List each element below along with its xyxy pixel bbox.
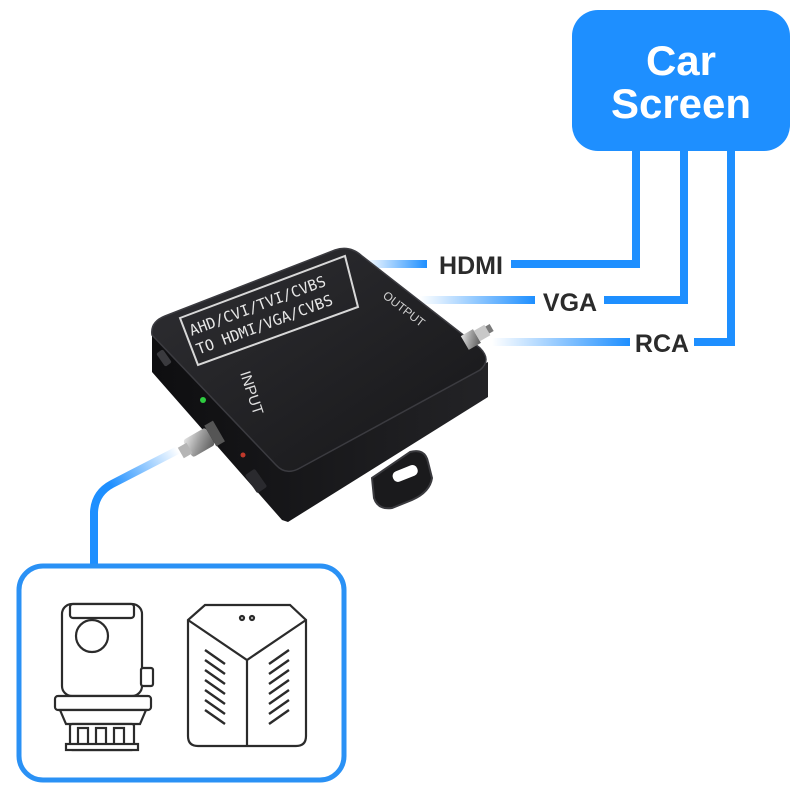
- dvr-box-icon: [186, 603, 308, 748]
- vga-line: [604, 151, 688, 304]
- side-port: [156, 349, 172, 367]
- device-front-face: [152, 335, 488, 522]
- dc-port: [245, 469, 267, 493]
- source-devices-box: [16, 563, 347, 783]
- rca-line: [694, 151, 735, 346]
- signal-led: [240, 452, 246, 458]
- output-label-hdmi: HDMI: [439, 252, 503, 280]
- output-lines: [511, 151, 735, 346]
- vga-fade-line: [420, 296, 535, 304]
- output-label-rca: RCA: [635, 330, 689, 358]
- input-line: [90, 446, 180, 570]
- car-screen-title-line1: Car: [646, 37, 716, 84]
- hdmi-line: [511, 151, 640, 268]
- hdmi-fade-line: [365, 260, 427, 268]
- device-label-frame: [178, 254, 360, 367]
- car-screen-box: Car Screen: [572, 10, 790, 151]
- device-top-face: [151, 247, 487, 473]
- rca-fade-line: [492, 338, 630, 346]
- bnc-output-connector: [460, 324, 494, 350]
- converter-device: AHD/CVI/TVI/CVBS TO HDMI/VGA/CVBS OUTPUT…: [151, 247, 494, 522]
- power-led: [200, 397, 206, 403]
- output-label-vga: VGA: [543, 289, 597, 317]
- camera-icon: [53, 602, 155, 752]
- bnc-input-connector: [177, 420, 225, 459]
- car-screen-title-line2: Screen: [611, 80, 751, 127]
